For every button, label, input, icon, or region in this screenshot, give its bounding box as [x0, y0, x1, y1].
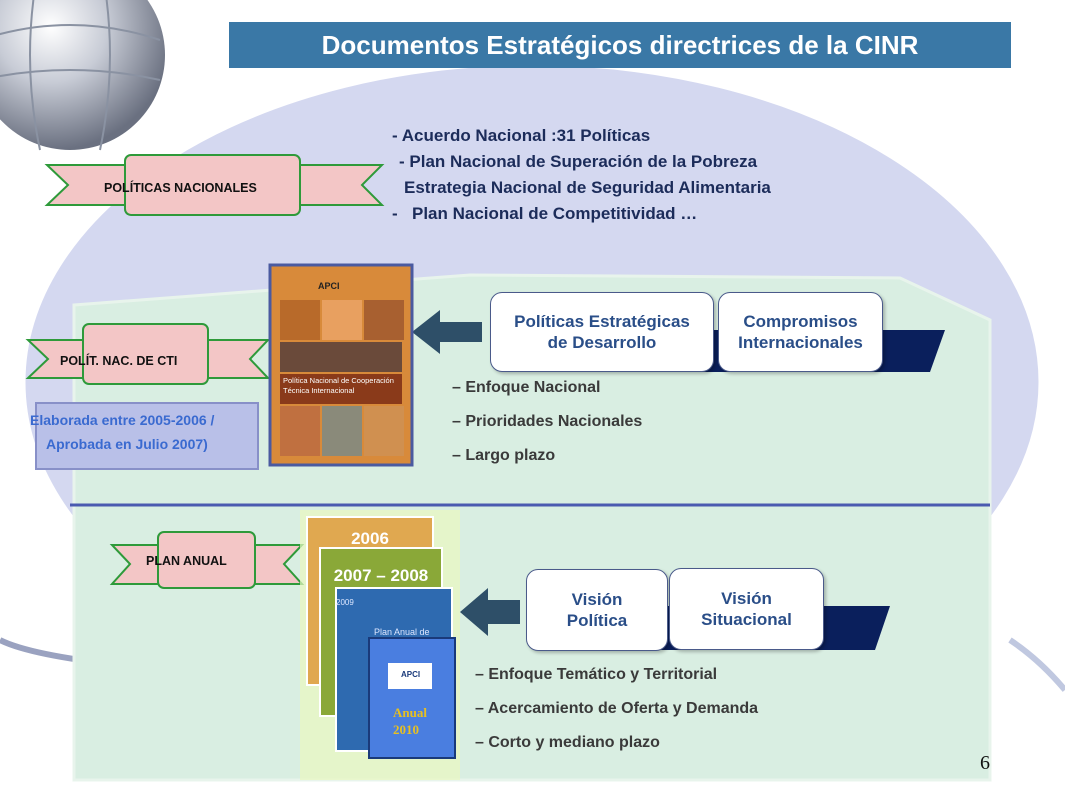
arrow-left-icon — [412, 310, 482, 354]
doc-2010-line-2: 2010 — [393, 722, 419, 737]
annual-bullet-3: – Corto y mediano plazo — [475, 734, 660, 751]
pill-vision-situacional-line-1: Visión — [721, 589, 772, 608]
cti-note-line-1: Elaborada entre 2005-2006 / — [30, 412, 215, 428]
annual-bullet-2: – Acercamiento de Oferta y Demanda — [475, 700, 759, 717]
doc-year-2007-2008: 2007 – 2008 — [333, 566, 429, 585]
national-line-4: Plan Nacional de Competitividad … — [412, 204, 698, 223]
cti-book-brand: APCI — [318, 281, 340, 291]
decor-swoosh-right — [1008, 637, 1065, 692]
doc-2009-side: 2009 — [336, 598, 354, 607]
pill-compromisos-line-2: Internacionales — [738, 333, 863, 352]
pill-politicas-estrategicas: Políticas Estratégicas de Desarrollo — [490, 292, 714, 372]
cti-book-title: Política Nacional de Cooperación Técnica… — [283, 376, 394, 395]
cti-bullet-1: – Enfoque Nacional — [452, 379, 601, 396]
ribbon-cti — [25, 323, 271, 385]
apci-logo-small — [388, 663, 432, 689]
label-politicas-nacionales: POLÍTICAS NACIONALES — [104, 181, 257, 195]
doc-year-2006: 2006 — [351, 529, 389, 548]
doc-2010 — [368, 637, 456, 759]
page-title: Documentos Estratégicos directrices de l… — [229, 22, 1011, 68]
pill-vision-politica: Visión Política — [526, 569, 668, 651]
national-line-2: - Plan Nacional de Superación de la Pobr… — [399, 152, 758, 171]
pill-compromisos: Compromisos Internacionales — [718, 292, 883, 372]
doc-2009-title: Plan Anual de — [374, 627, 430, 637]
doc-2010-line-1: Anual — [393, 705, 427, 720]
pill-vision-situacional: Visión Situacional — [669, 568, 824, 650]
cti-note-box — [35, 402, 259, 470]
national-line-4-dash: - — [392, 204, 398, 223]
pill-vision-politica-line-1: Visión — [571, 590, 623, 609]
pill-politicas-line-2: de Desarrollo — [547, 333, 657, 352]
pill-vision-politica-line-2: Política — [566, 611, 628, 630]
arrow-left-icon-2 — [460, 588, 520, 636]
pill-compromisos-line-1: Compromisos — [743, 312, 858, 331]
label-plan-anual: PLAN ANUAL — [146, 554, 227, 568]
national-line-3: Estrategia Nacional de Seguridad Aliment… — [404, 178, 771, 197]
page-number: 6 — [980, 752, 990, 774]
label-cti: POLÍT. NAC. DE CTI — [60, 354, 178, 368]
pill-politicas-line-1: Políticas Estratégicas — [514, 312, 690, 331]
cti-note-line-2: Aprobada en Julio 2007) — [46, 436, 208, 452]
cti-bullet-2: – Prioridades Nacionales — [452, 413, 643, 430]
cti-bullet-3: – Largo plazo — [452, 447, 556, 464]
globe-icon — [0, 0, 165, 150]
national-line-1: - Acuerdo Nacional :31 Políticas — [392, 126, 651, 145]
ribbon-plan-anual — [109, 531, 305, 589]
ribbon-politicas-nacionales — [44, 154, 385, 216]
doc-2010-brand: APCI — [401, 670, 421, 679]
cti-book-cover — [268, 263, 414, 467]
pill-vision-situacional-line-2: Situacional — [701, 610, 792, 629]
annual-bullet-1: – Enfoque Temático y Territorial — [475, 666, 718, 683]
